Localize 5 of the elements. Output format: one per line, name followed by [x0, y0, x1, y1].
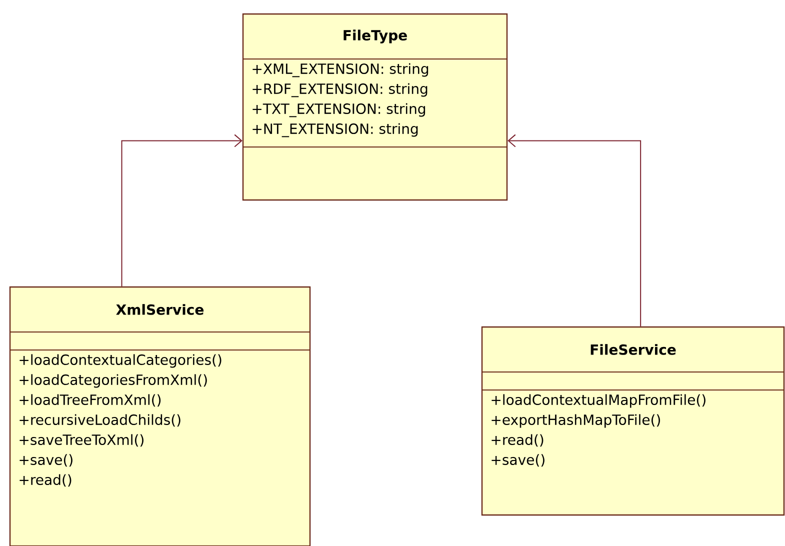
class-box: FileType +XML_EXTENSION: string +RDF_EXTENSION: string +TXT_EXTENSION: string +NT_EXTENSION: string	[242, 13, 508, 201]
dependency-arrow	[508, 134, 642, 327]
class-box: XmlService +loadContextualCategories() +loadCategoriesFromXml() +loadTreeFromXml() +recursiveLoadChilds() +saveTreeToXml() +save() +read()	[9, 286, 311, 546]
class-box: FileService +loadContextualMapFromFile() +exportHashMapToFile() +read() +save()	[481, 326, 785, 516]
dependency-arrow	[121, 134, 242, 287]
